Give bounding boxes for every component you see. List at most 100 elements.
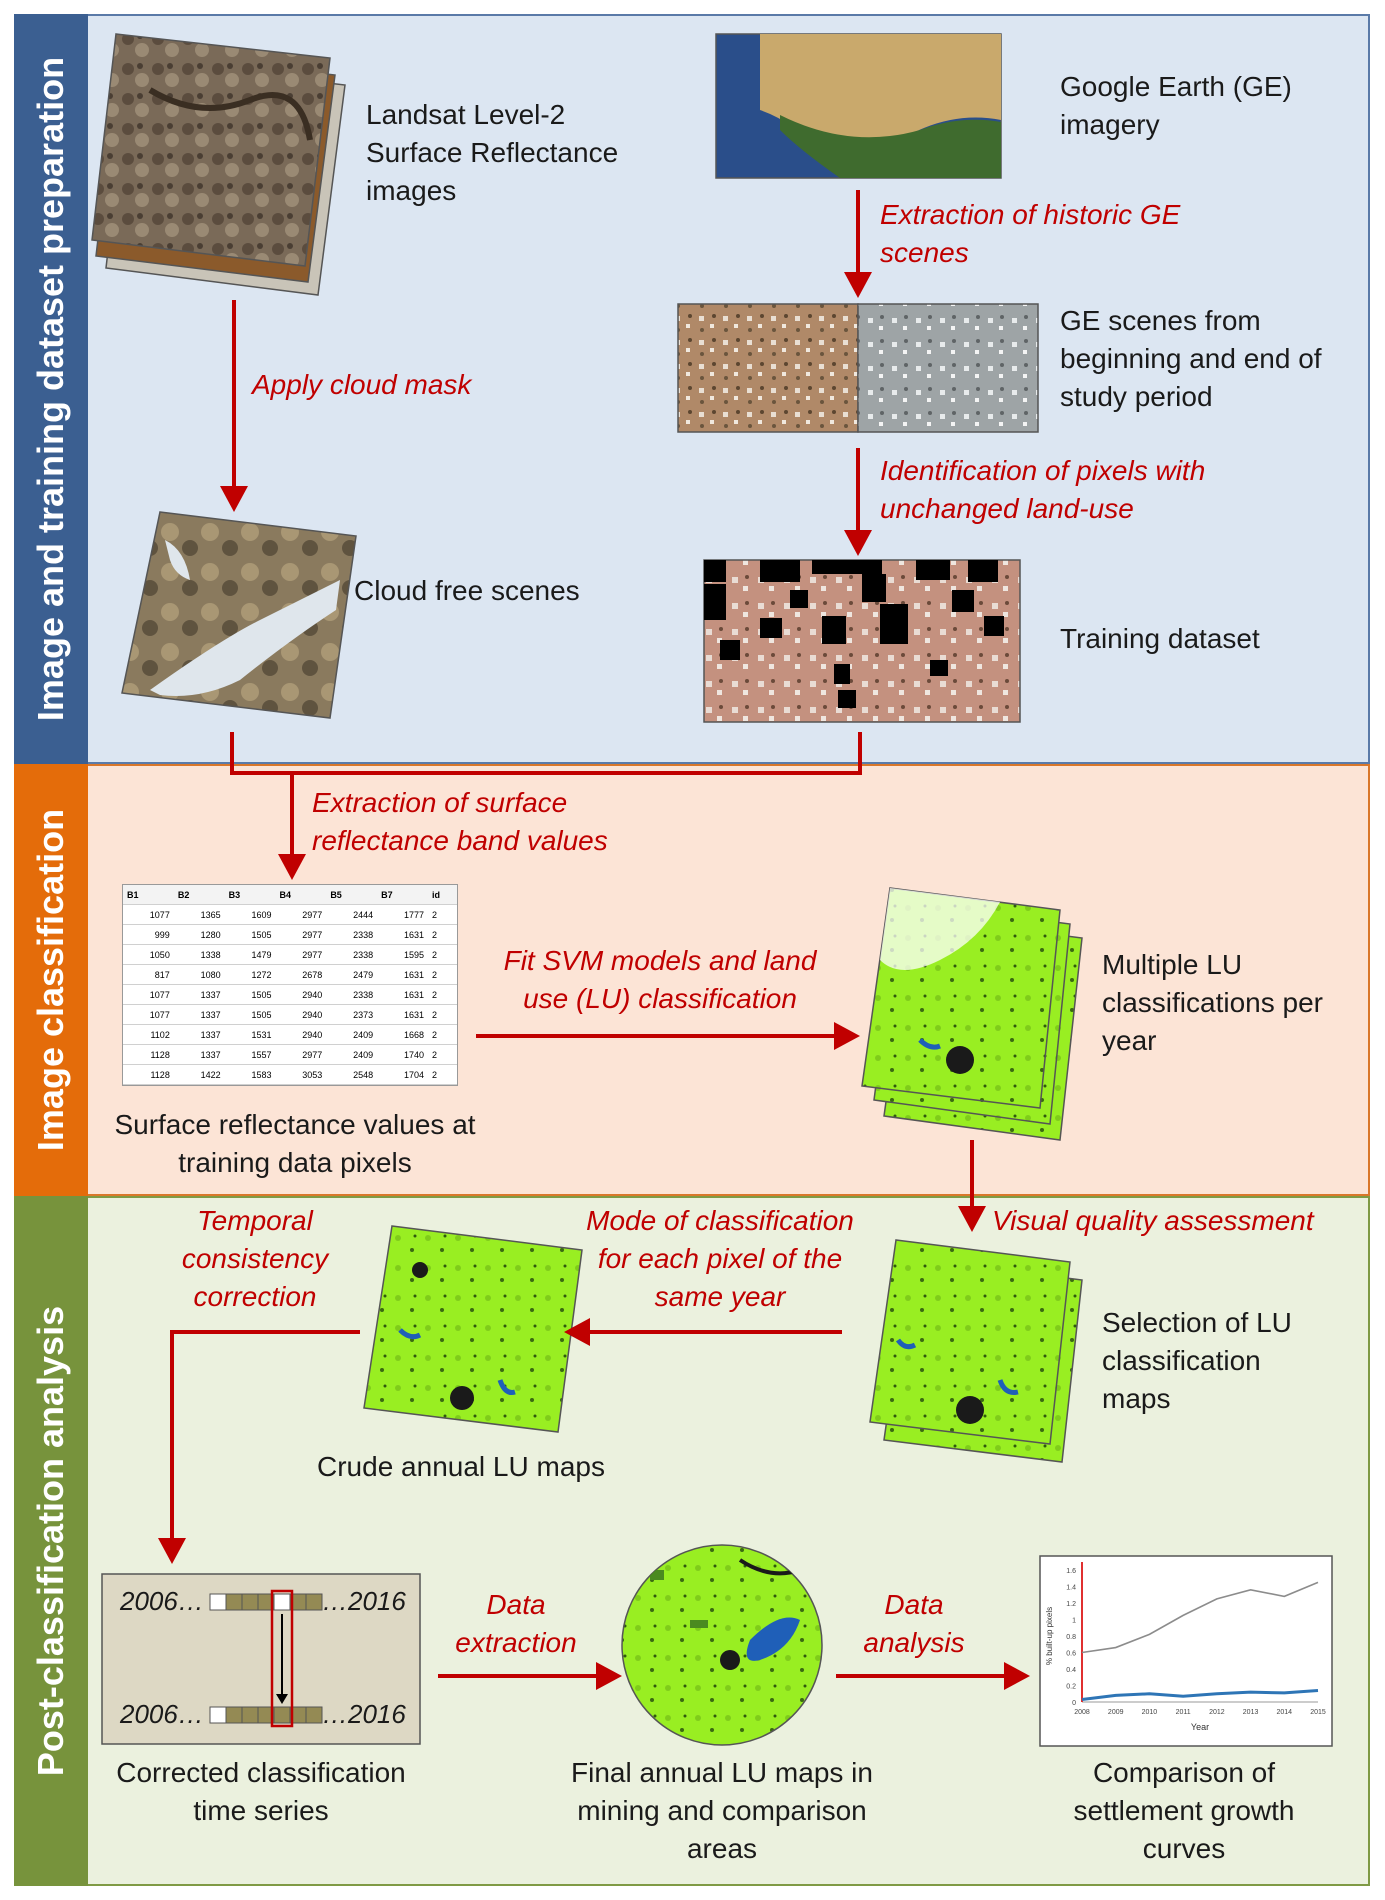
chart-y-tick-label: 1.2: [1066, 1601, 1076, 1608]
section-1-sidebar: Image and training dataset preparation: [14, 14, 88, 764]
table-cell: 1505: [224, 1004, 276, 1025]
chart-series-line: [1081, 1581, 1319, 1654]
table-cell: 1337: [173, 984, 225, 1005]
extract-bands-label: Extraction of surface reflectance band v…: [312, 787, 608, 856]
table-cell: 2548: [326, 1064, 378, 1085]
table-cell: 1102: [123, 1024, 174, 1045]
table-cell: 1631: [377, 964, 428, 985]
section-3-panel: [14, 1196, 1370, 1886]
chart-y-axis-label: % built-up pixels: [1045, 1607, 1054, 1665]
fit-svm-label: Fit SVM models and land use (LU) classif…: [503, 945, 817, 1014]
corrected-ts-label: Corrected classification time series: [116, 1757, 406, 1826]
landsat-images: [91, 33, 346, 296]
table-cell: 1557: [224, 1044, 276, 1065]
sr-col-header: B1: [123, 885, 174, 905]
multiple-lu-label: Multiple LU classifications per year: [1102, 949, 1323, 1056]
temporal-correction-label: Temporal consistency correction: [181, 1205, 329, 1312]
sr-col-header: B7: [377, 885, 428, 905]
table-cell: 2: [427, 1024, 457, 1045]
table-cell: 1272: [224, 964, 276, 985]
training-dataset-image: [703, 559, 1021, 723]
timeseries-box: [101, 1573, 421, 1745]
crude-lu-label: Crude annual LU maps: [317, 1451, 605, 1482]
sr-col-header: B5: [326, 885, 378, 905]
ts-start-bottom: 2006…: [120, 1699, 204, 1729]
table-cell: 2: [427, 904, 457, 925]
ts-start-top: 2006…: [120, 1586, 204, 1616]
table-cell: 1338: [173, 944, 225, 965]
table-cell: 1631: [377, 984, 428, 1005]
table-cell: 2977: [275, 944, 327, 965]
ts-end-bottom: …2016: [322, 1699, 406, 1729]
selection-lu-label: Selection of LU classification maps: [1102, 1307, 1292, 1414]
table-cell: 2977: [275, 924, 327, 945]
table-cell: 1422: [173, 1064, 225, 1085]
extract-ge-label: Extraction of historic GE scenes: [880, 199, 1181, 268]
google-earth-label: Google Earth (GE) imagery: [1060, 71, 1292, 140]
google-earth-image: [715, 33, 1002, 179]
chart-y-tick-label: 1: [1072, 1618, 1076, 1625]
table-cell: 1077: [123, 1004, 174, 1025]
chart-x-tick-label: 2008: [1074, 1709, 1090, 1716]
table-cell: 2409: [326, 1024, 378, 1045]
cloud-free-label: Cloud free scenes: [354, 575, 580, 606]
table-cell: 1704: [377, 1064, 428, 1085]
table-cell: 2: [427, 944, 457, 965]
ge-scenes-label: GE scenes from beginning and end of stud…: [1060, 305, 1322, 412]
table-cell: 1050: [123, 944, 174, 965]
chart-x-tick-label: 2010: [1142, 1709, 1158, 1716]
table-cell: 1280: [173, 924, 225, 945]
table-cell: 2338: [326, 944, 378, 965]
table-cell: 1777: [377, 904, 428, 925]
chart-x-axis-label: Year: [1191, 1722, 1209, 1732]
cloud-free-scene-image: [121, 511, 357, 719]
table-cell: 2479: [326, 964, 378, 985]
table-cell: 1668: [377, 1024, 428, 1045]
table-cell: 1505: [224, 924, 276, 945]
table-cell: 1595: [377, 944, 428, 965]
table-cell: 1337: [173, 1024, 225, 1045]
chart-y-tick-label: 0: [1072, 1700, 1076, 1707]
table-cell: 2977: [275, 904, 327, 925]
table-cell: 2940: [275, 984, 327, 1005]
final-lu-label: Final annual LU maps in mining and compa…: [571, 1757, 873, 1864]
table-cell: 1505: [224, 984, 276, 1005]
apply-cloud-mask-label: Apply cloud mask: [252, 369, 472, 400]
table-cell: 2940: [275, 1024, 327, 1045]
arrow-temporal: [170, 1330, 360, 1540]
visual-qa-label: Visual quality assessment: [992, 1205, 1314, 1236]
sr-table-header-row: B1 B2 B3 B4 B5 B7 id: [123, 885, 457, 905]
table-cell: 1740: [377, 1044, 428, 1065]
table-cell: 999: [123, 924, 174, 945]
arrow-merge: [230, 732, 862, 775]
table-cell: 1479: [224, 944, 276, 965]
table-cell: 1077: [123, 984, 174, 1005]
table-cell: 2409: [326, 1044, 378, 1065]
chart-y-tick-label: 0.6: [1066, 1651, 1076, 1658]
arrows: [170, 190, 1006, 1678]
data-analysis-label: Data analysis: [863, 1589, 965, 1658]
chart-y-tick-label: 0.2: [1066, 1684, 1076, 1691]
sr-col-header: id: [427, 885, 457, 905]
table-cell: 1128: [123, 1064, 174, 1085]
chart-x-tick-label: 2011: [1176, 1709, 1191, 1716]
table-cell: 1077: [123, 904, 174, 925]
section-3-sidebar: Post-classification analysis: [14, 1196, 88, 1886]
table-cell: 1365: [173, 904, 225, 925]
multiple-lu-images: [861, 887, 1083, 1141]
chart-y-tick-label: 1.6: [1066, 1568, 1076, 1575]
table-cell: 1609: [224, 904, 276, 925]
ts-end-top: …2016: [322, 1586, 406, 1616]
section-2-sidebar: Image classification: [14, 764, 88, 1196]
chart-frame: [1039, 1555, 1333, 1747]
table-cell: 2373: [326, 1004, 378, 1025]
